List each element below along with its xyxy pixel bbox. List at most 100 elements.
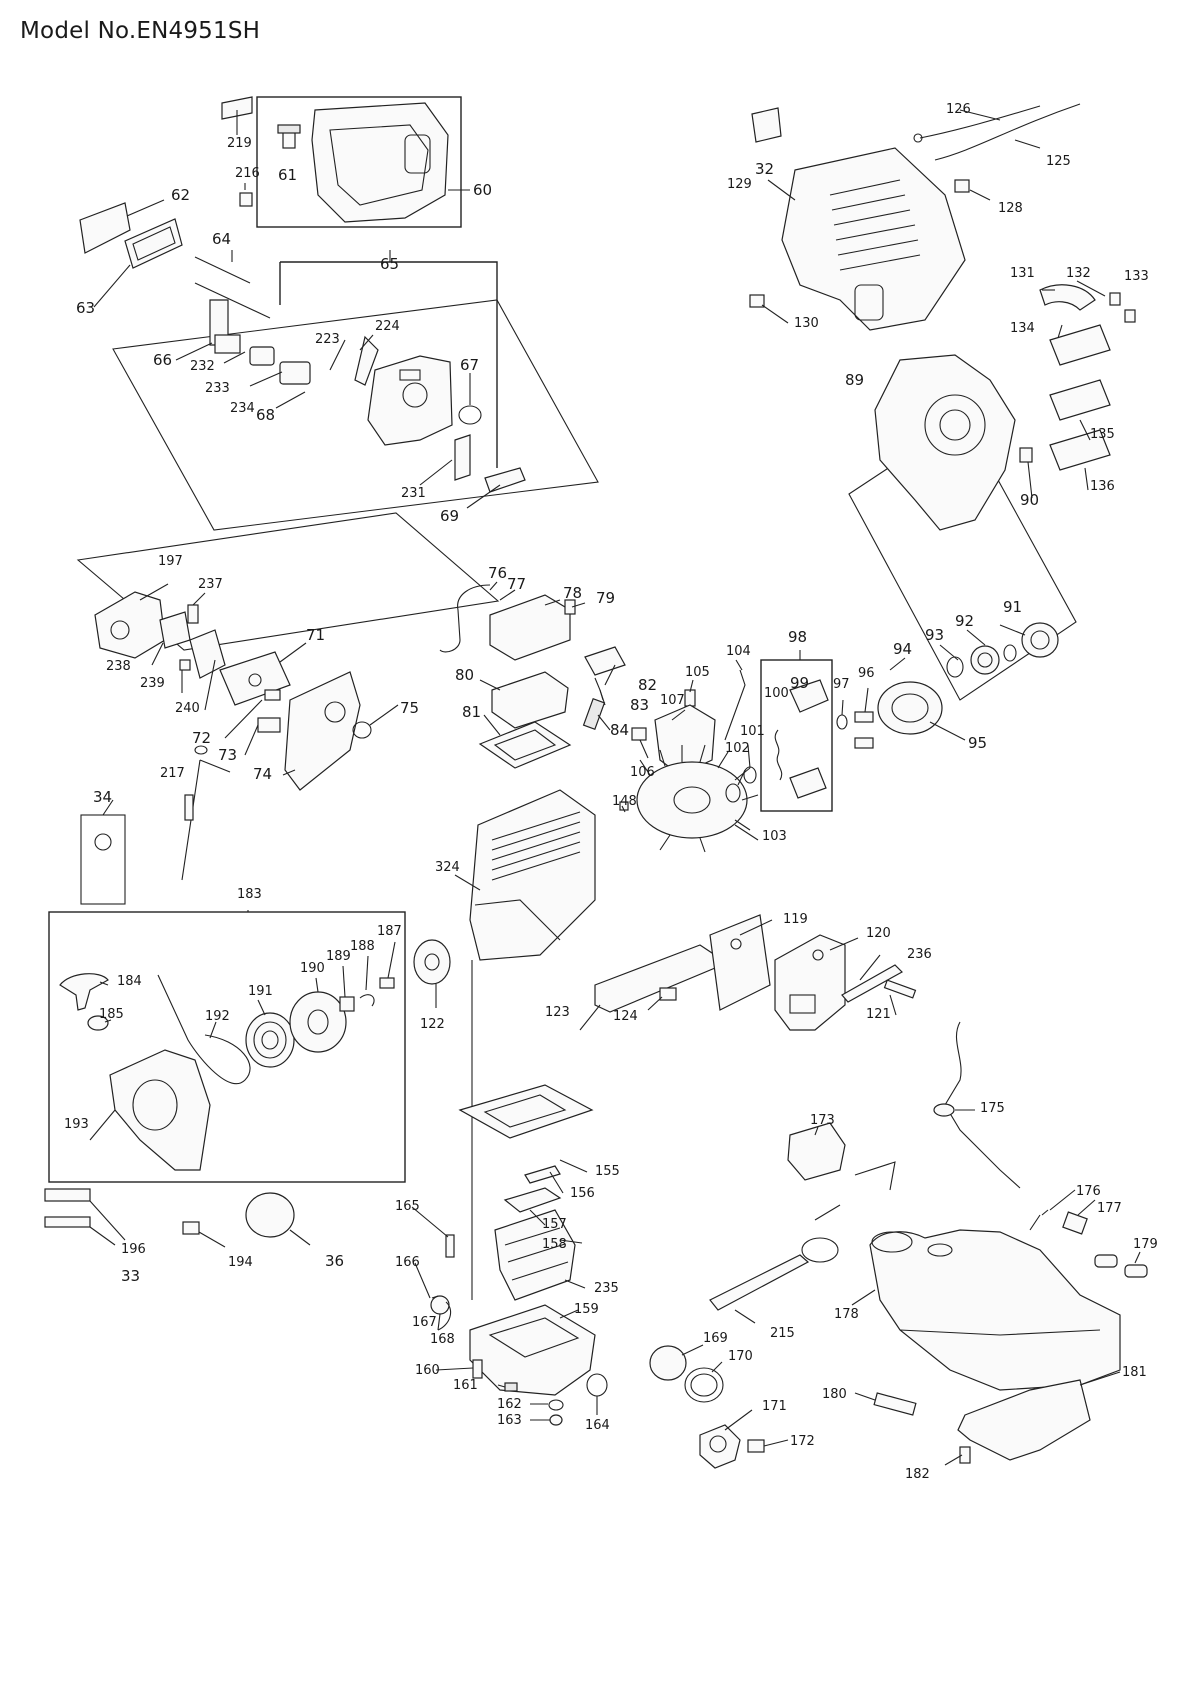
part-156-157 xyxy=(503,1165,562,1213)
label-34: 34 xyxy=(93,788,112,806)
label-157: 157 xyxy=(542,1217,567,1232)
label-136: 136 xyxy=(1090,479,1115,494)
label-231: 231 xyxy=(401,486,426,501)
label-168: 168 xyxy=(430,1332,455,1347)
label-178: 178 xyxy=(834,1307,859,1322)
label-124: 124 xyxy=(613,1009,638,1024)
label-166: 166 xyxy=(395,1255,420,1270)
label-219: 219 xyxy=(227,136,252,151)
label-215: 215 xyxy=(770,1326,795,1341)
label-217: 217 xyxy=(160,766,185,781)
label-159: 159 xyxy=(574,1302,599,1317)
label-121: 121 xyxy=(866,1007,891,1022)
label-120: 120 xyxy=(866,926,891,941)
label-105: 105 xyxy=(685,665,710,680)
label-69: 69 xyxy=(440,507,459,525)
label-106: 106 xyxy=(630,765,655,780)
label-79: 79 xyxy=(596,589,615,607)
label-97: 97 xyxy=(833,677,850,692)
label-196: 196 xyxy=(121,1242,146,1257)
label-324: 324 xyxy=(435,860,460,875)
label-163: 163 xyxy=(497,1413,522,1428)
label-171: 171 xyxy=(762,1399,787,1414)
label-135: 135 xyxy=(1090,427,1115,442)
part-63-filter-frame xyxy=(124,218,183,269)
part-120-muffler xyxy=(774,934,846,1031)
part-67-oring xyxy=(458,405,482,425)
part-128-screw xyxy=(954,179,970,193)
label-126: 126 xyxy=(946,102,971,117)
frame-group-183 xyxy=(48,911,406,1183)
label-64: 64 xyxy=(212,230,231,248)
label-176: 176 xyxy=(1076,1184,1101,1199)
label-133: 133 xyxy=(1124,269,1149,284)
part-123-guard xyxy=(594,944,716,1013)
part-184-handle xyxy=(59,973,109,1011)
part-78-head-cover xyxy=(489,594,576,661)
label-33: 33 xyxy=(121,1267,140,1285)
label-119: 119 xyxy=(783,912,808,927)
label-131: 131 xyxy=(1010,266,1035,281)
label-100: 100 xyxy=(764,686,789,701)
part-169-170-cap xyxy=(649,1345,724,1403)
part-190-reel xyxy=(289,991,347,1053)
label-175: 175 xyxy=(980,1101,1005,1116)
part-189-188-187 xyxy=(339,977,395,1012)
part-61-screw xyxy=(277,124,301,149)
label-240: 240 xyxy=(175,701,200,716)
part-181-bracket xyxy=(957,1379,1091,1461)
frame-group-98 xyxy=(760,659,833,812)
part-103-flywheel xyxy=(636,744,759,853)
part-64-bolts xyxy=(194,256,271,319)
label-75: 75 xyxy=(400,699,419,717)
label-187: 187 xyxy=(377,924,402,939)
part-219 xyxy=(221,96,253,128)
part-233-234-blocks xyxy=(249,346,311,385)
label-66: 66 xyxy=(153,351,172,369)
label-94: 94 xyxy=(893,640,912,658)
label-167: 167 xyxy=(412,1315,437,1330)
part-135-136-holders xyxy=(1049,379,1111,471)
label-170: 170 xyxy=(728,1349,753,1364)
model-number-title: Model No.EN4951SH xyxy=(20,18,261,44)
label-101: 101 xyxy=(740,724,765,739)
label-224: 224 xyxy=(375,319,400,334)
label-65: 65 xyxy=(380,255,399,273)
part-216 xyxy=(239,192,253,207)
part-130-screw xyxy=(749,294,765,308)
label-71: 71 xyxy=(306,626,325,644)
label-90: 90 xyxy=(1020,491,1039,509)
label-180: 180 xyxy=(822,1387,847,1402)
part-129-top-cover xyxy=(781,147,966,331)
part-89-fan-housing xyxy=(874,354,1016,531)
label-236: 236 xyxy=(907,947,932,962)
label-148: 148 xyxy=(612,794,637,809)
part-82-83-84 xyxy=(582,646,626,730)
label-239: 239 xyxy=(140,676,165,691)
part-231-choke xyxy=(454,434,471,481)
part-180-pad xyxy=(873,1392,917,1416)
part-171-172 xyxy=(699,1424,765,1469)
part-36-seal xyxy=(245,1192,295,1238)
label-183: 183 xyxy=(237,887,262,902)
part-192-rope xyxy=(157,974,251,1085)
label-179: 179 xyxy=(1133,1237,1158,1252)
label-107: 107 xyxy=(660,693,685,708)
part-175-fuel-line xyxy=(933,1021,1021,1189)
part-90-screw xyxy=(1019,447,1033,463)
label-84: 84 xyxy=(610,721,629,739)
part-215-tool xyxy=(709,1237,839,1311)
label-74: 74 xyxy=(253,765,272,783)
label-132: 132 xyxy=(1066,266,1091,281)
part-80-cover-base xyxy=(491,671,569,729)
label-223: 223 xyxy=(315,332,340,347)
part-131-132-clamps xyxy=(1039,284,1136,366)
part-96-97-screws xyxy=(836,711,874,749)
label-104: 104 xyxy=(726,644,751,659)
part-124-screw xyxy=(659,987,677,1001)
label-234: 234 xyxy=(230,401,255,416)
part-159-oil-pan xyxy=(469,1304,596,1396)
label-185: 185 xyxy=(99,1007,124,1022)
part-74-insulator-plate xyxy=(284,671,361,791)
